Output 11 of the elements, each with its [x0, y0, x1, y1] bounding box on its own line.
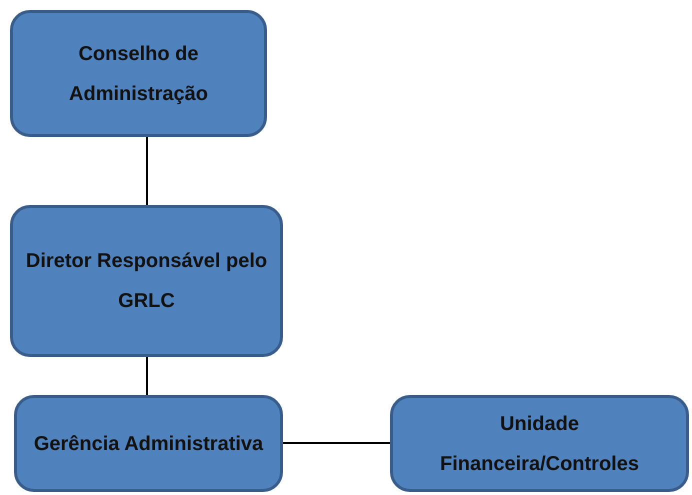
box-label: Gerência Administrativa	[34, 432, 264, 456]
org-box	[14, 395, 283, 492]
box-label: Conselho de Administração	[68, 42, 209, 106]
org-box	[10, 205, 283, 357]
connector-line	[283, 442, 390, 444]
org-box	[10, 10, 267, 137]
connector-line	[146, 357, 148, 395]
org-box	[390, 395, 689, 492]
box-label: Diretor Responsável pelo GRLC	[25, 249, 268, 314]
box-label: Unidade Financeira/Controles	[439, 412, 640, 476]
connector-line	[146, 137, 148, 205]
